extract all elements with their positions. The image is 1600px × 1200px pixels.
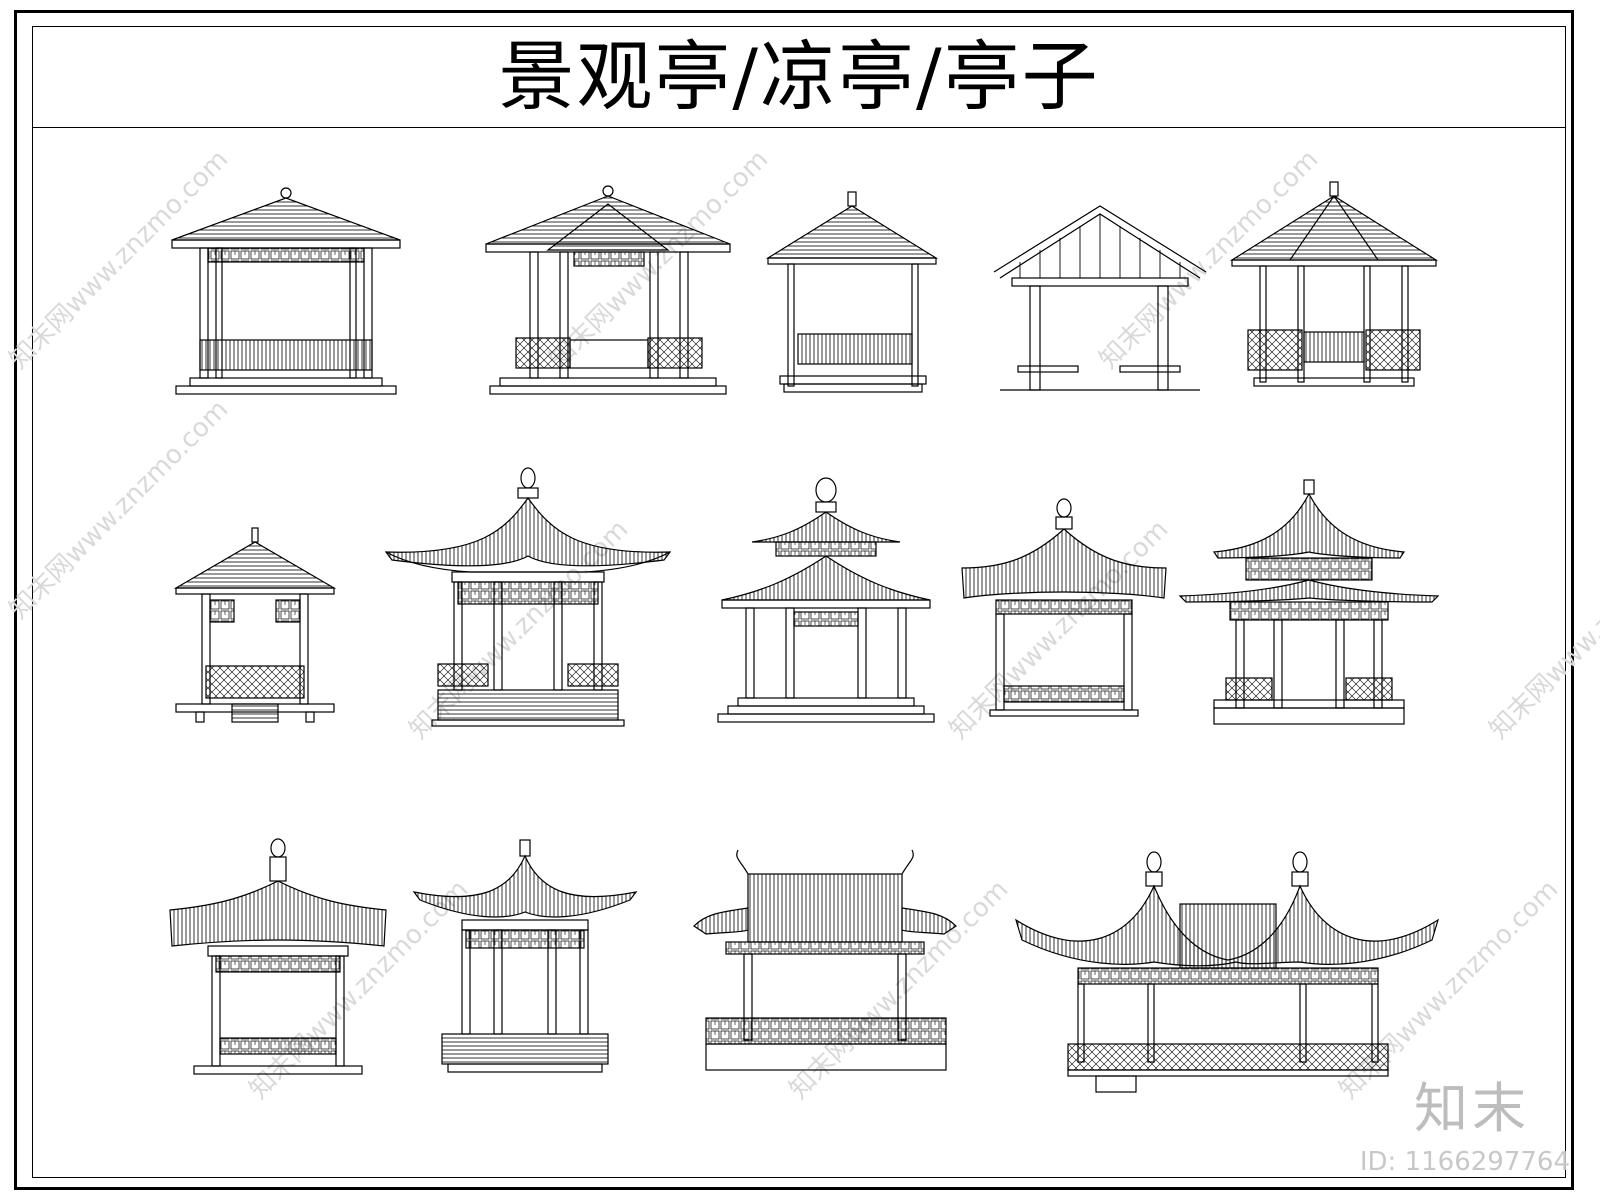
title-bar: 景观亭/凉亭/亭子: [32, 26, 1566, 128]
pavilion-1: [171, 187, 401, 395]
brand-watermark: 知末: [1414, 1077, 1530, 1140]
pavilion-5: [1229, 181, 1439, 387]
pavilion-10: [1178, 479, 1440, 725]
watermark-text-7: 知末网www.znzmo.com: [1484, 514, 1600, 745]
pavilion-6: [173, 527, 337, 723]
pavilion-7: [384, 467, 672, 727]
pavilion-9: [961, 498, 1167, 717]
pavilion-2: [485, 185, 731, 395]
pavilion-13: [693, 849, 957, 1071]
pavilion-4: [993, 205, 1207, 391]
image-id-label: ID: 1166297764: [1359, 1147, 1570, 1177]
pavilion-14: [1014, 851, 1440, 1093]
page-title: 景观亭/凉亭/亭子: [498, 31, 1100, 121]
pavilion-11: [169, 838, 387, 1075]
inner-frame: [32, 26, 1566, 1178]
outer-frame: [14, 10, 1574, 1190]
pavilion-3: [765, 191, 939, 393]
watermark-text-4: 知末网www.znzmo.com: [4, 394, 235, 625]
pavilion-12: [412, 839, 638, 1073]
pavilion-8: [717, 477, 935, 723]
